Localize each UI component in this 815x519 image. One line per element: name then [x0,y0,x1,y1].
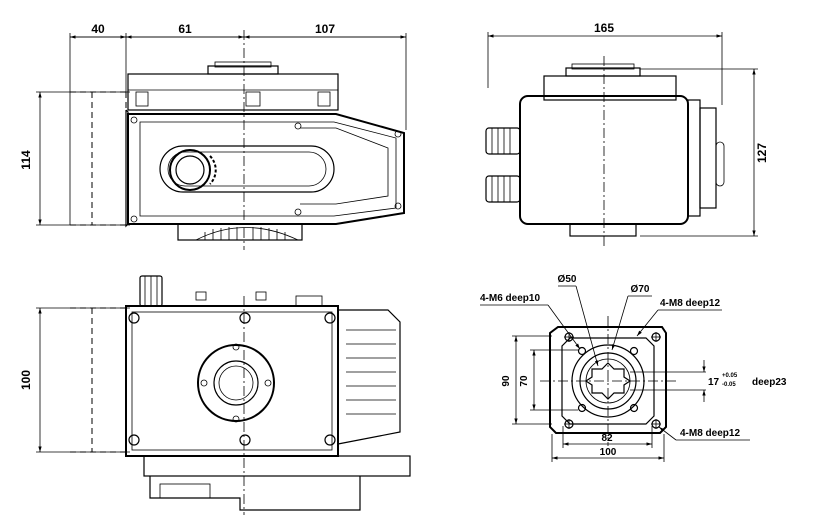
front-top-dimension [69,33,407,225]
top-cover [127,61,339,111]
dim-17: 17 [708,377,720,388]
flange-bolt-holes [564,332,661,429]
dim-61: 61 [178,22,192,36]
side-view: 165 127 [485,21,769,248]
flange-diameter-leaders [558,285,652,367]
flange-vertical-dimensions [512,335,578,425]
top-flange [197,343,275,423]
dim-40: 40 [91,22,105,36]
tolerance-lower: -0.05 [722,382,736,388]
dim-90: 90 [501,375,512,387]
handwheel-envelope [70,91,127,226]
top-base [143,455,411,511]
dim-70: 70 [519,375,530,387]
front-height-dimension [36,91,130,226]
dim-100-flange: 100 [600,447,617,458]
tolerance-upper: +0.05 [722,373,738,379]
actuator-body [125,109,405,228]
front-view: 40 61 107 114 [19,22,407,250]
indicator-dial [169,149,211,191]
top-view: 100 [19,275,411,515]
square-drive-dimension [630,360,706,402]
top-cable-gland [139,275,323,307]
drive-depth: deep23 [752,377,787,388]
top-handwheel-envelope [70,307,127,453]
top-cooling-fins [337,309,401,445]
top-height-dimension [36,307,130,453]
dim-100: 100 [19,370,33,390]
flange-horizontal-dimensions [551,426,665,462]
dim-dia-50: Ø50 [558,274,577,285]
callout-leaders [480,304,750,441]
side-housing [519,63,725,237]
callout-m6-deep10: 4-M6 deep10 [480,293,540,304]
dim-dia-70: Ø70 [631,284,650,295]
dim-107: 107 [315,22,335,36]
top-housing [125,305,339,457]
flange-view: Ø50 Ø70 4-M6 deep10 4-M8 deep12 4-M8 dee… [480,274,787,462]
dim-127: 127 [755,143,769,163]
dim-165: 165 [594,21,614,35]
callout-m8-deep12-top: 4-M8 deep12 [660,298,720,309]
bottom-gear [177,223,303,241]
cable-glands [485,127,521,203]
callout-m8-deep12-bottom: 4-M8 deep12 [680,428,740,439]
dim-82: 82 [601,433,613,444]
side-height-dimension [640,68,758,237]
side-width-dimension [487,32,723,105]
dim-114: 114 [19,150,33,170]
position-indicator [159,145,335,193]
